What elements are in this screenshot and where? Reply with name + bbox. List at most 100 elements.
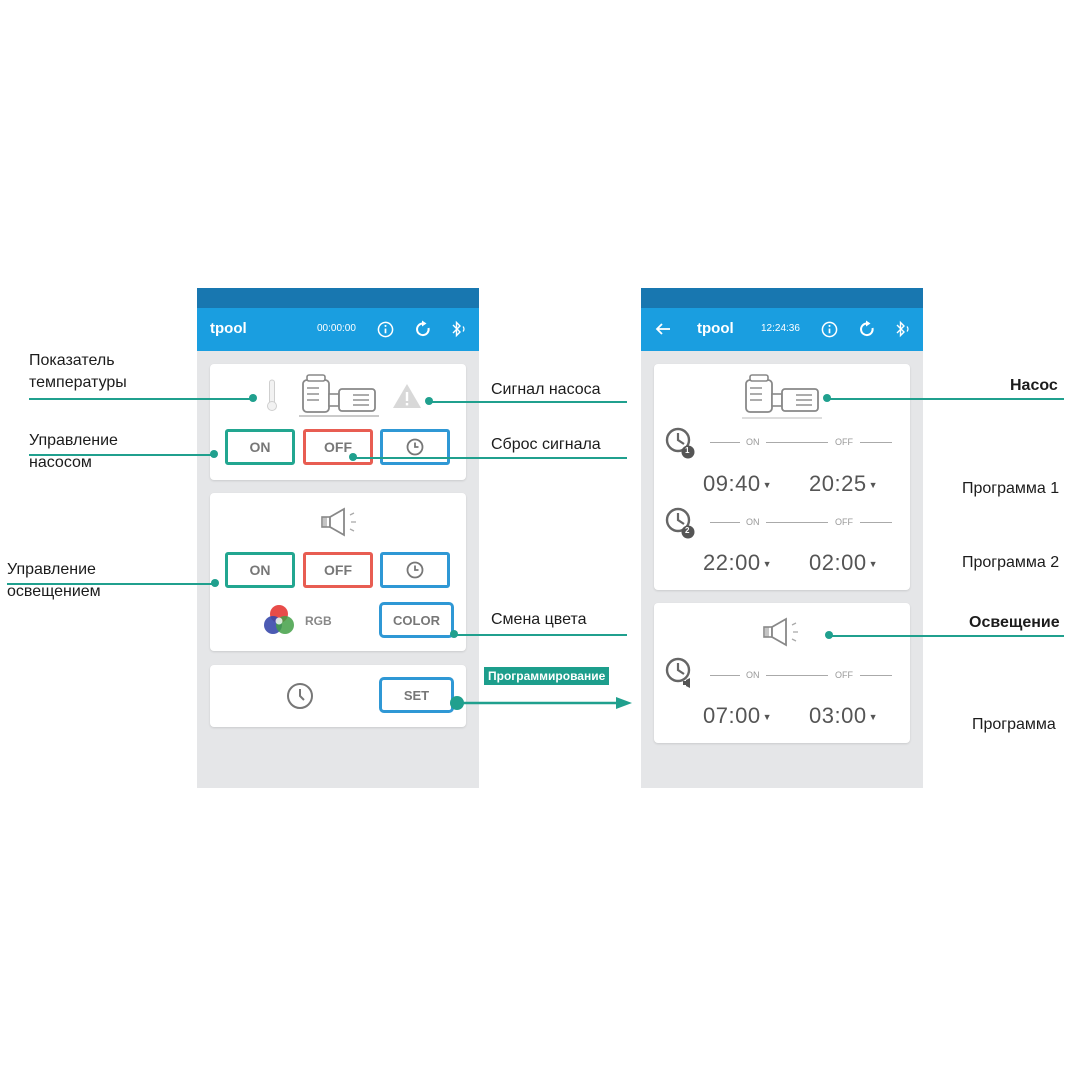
annotation-pump: Насос bbox=[1010, 377, 1058, 394]
light-timer-button[interactable] bbox=[380, 552, 450, 588]
divider bbox=[860, 442, 892, 443]
light-on-label: ON bbox=[746, 670, 760, 680]
set-button[interactable]: SET bbox=[379, 677, 454, 713]
leader-dot bbox=[211, 579, 219, 587]
divider bbox=[766, 522, 828, 523]
light-program-card: ON OFF 07:00▼ 03:00▼ bbox=[654, 603, 910, 743]
annotation-pump-control: Управление насосом bbox=[29, 432, 118, 471]
program-1-off-time[interactable]: 20:25▼ bbox=[809, 471, 878, 496]
status-bar bbox=[197, 288, 479, 308]
pump-program-card: 1 ON OFF 09:40▼ 20:25▼ 2 ON OFF 22:00▼ 0… bbox=[654, 364, 910, 590]
dropdown-caret-icon: ▼ bbox=[868, 480, 878, 491]
divider bbox=[860, 675, 892, 676]
clock-display: 12:24:36 bbox=[761, 323, 800, 334]
dropdown-caret-icon: ▼ bbox=[868, 559, 878, 570]
pump-card: ON OFF bbox=[210, 364, 466, 480]
main-screen: tpool 00:00:00 bbox=[197, 288, 479, 788]
leader-line bbox=[455, 634, 627, 636]
back-arrow-icon[interactable] bbox=[653, 319, 673, 339]
divider bbox=[710, 522, 740, 523]
app-bar: tpool 12:24:36 bbox=[641, 308, 923, 351]
divider bbox=[766, 442, 828, 443]
app-title: tpool bbox=[697, 320, 734, 337]
clock-icon bbox=[406, 438, 424, 456]
leader-line bbox=[29, 454, 214, 456]
leader-line bbox=[829, 635, 1064, 637]
program-1-off-label: OFF bbox=[835, 437, 853, 447]
leader-dot bbox=[425, 397, 433, 405]
light-off-label: OFF bbox=[835, 670, 853, 680]
light-on-button[interactable]: ON bbox=[225, 552, 295, 588]
app-title: tpool bbox=[210, 320, 247, 337]
program-2-on-time[interactable]: 22:00▼ bbox=[703, 550, 772, 575]
program-1-number: 1 bbox=[685, 446, 690, 455]
leader-line bbox=[354, 457, 627, 459]
program-2-on-label: ON bbox=[746, 517, 760, 527]
leader-dot bbox=[349, 453, 357, 461]
divider bbox=[710, 442, 740, 443]
clock-icon bbox=[285, 681, 315, 716]
dropdown-caret-icon: ▼ bbox=[868, 712, 878, 723]
light-off-button[interactable]: OFF bbox=[303, 552, 373, 588]
annotation-pump-signal: Сигнал насоса bbox=[491, 381, 601, 398]
dropdown-caret-icon: ▼ bbox=[762, 559, 772, 570]
light-icon bbox=[756, 615, 806, 654]
program-card: SET bbox=[210, 665, 466, 727]
rgb-label: RGB bbox=[305, 614, 332, 628]
divider bbox=[710, 675, 740, 676]
refresh-icon[interactable] bbox=[857, 319, 877, 339]
bluetooth-icon[interactable] bbox=[449, 319, 469, 339]
leader-dot bbox=[249, 394, 257, 402]
divider bbox=[766, 675, 828, 676]
annotation-temp-indicator: Показатель температуры bbox=[29, 352, 127, 391]
pump-timer-button[interactable] bbox=[380, 429, 450, 465]
pump-icon bbox=[299, 372, 379, 425]
program-2-off-time[interactable]: 02:00▼ bbox=[809, 550, 878, 575]
thermometer-icon bbox=[266, 378, 278, 417]
annotation-program: Программа bbox=[972, 716, 1056, 733]
annotation-program-2: Программа 2 bbox=[962, 554, 1060, 571]
divider bbox=[860, 522, 892, 523]
light-icon bbox=[314, 505, 364, 544]
program-1-on-label: ON bbox=[746, 437, 760, 447]
info-icon[interactable] bbox=[819, 319, 839, 339]
leader-line bbox=[430, 401, 627, 403]
warning-icon bbox=[391, 382, 423, 415]
pump-off-button[interactable]: OFF bbox=[303, 429, 373, 465]
clock-2-icon bbox=[664, 506, 696, 545]
program-2-number: 2 bbox=[685, 526, 690, 535]
leader-dot bbox=[825, 631, 833, 639]
light-clock-icon bbox=[664, 656, 698, 695]
pump-on-button[interactable]: ON bbox=[225, 429, 295, 465]
annotation-color-change: Смена цвета bbox=[491, 611, 587, 628]
app-bar: tpool 00:00:00 bbox=[197, 308, 479, 351]
annotation-program-1: Программа 1 bbox=[962, 480, 1060, 497]
refresh-icon[interactable] bbox=[413, 319, 433, 339]
program-2-off-label: OFF bbox=[835, 517, 853, 527]
light-card: ON OFF RGB COLOR bbox=[210, 493, 466, 651]
dropdown-caret-icon: ▼ bbox=[762, 712, 772, 723]
light-off-time[interactable]: 03:00▼ bbox=[809, 703, 878, 728]
pump-icon bbox=[702, 372, 862, 425]
programming-arrow bbox=[450, 696, 632, 710]
leader-line bbox=[29, 398, 254, 400]
annotation-lighting: Освещение bbox=[969, 614, 1060, 631]
rgb-icon bbox=[260, 601, 298, 644]
light-on-time[interactable]: 07:00▼ bbox=[703, 703, 772, 728]
bluetooth-icon[interactable] bbox=[893, 319, 913, 339]
program-1-on-time[interactable]: 09:40▼ bbox=[703, 471, 772, 496]
annotation-signal-reset: Сброс сигнала bbox=[491, 436, 601, 453]
annotation-programming-badge: Программирование bbox=[484, 667, 610, 685]
clock-icon bbox=[406, 561, 424, 579]
leader-dot bbox=[823, 394, 831, 402]
leader-line bbox=[7, 583, 215, 585]
annotation-light-control: Управление освещением bbox=[7, 561, 101, 600]
leader-dot bbox=[210, 450, 218, 458]
program-screen: tpool 12:24:36 bbox=[641, 288, 923, 788]
status-bar bbox=[641, 288, 923, 308]
dropdown-caret-icon: ▼ bbox=[762, 480, 772, 491]
leader-line bbox=[827, 398, 1064, 400]
color-button[interactable]: COLOR bbox=[379, 602, 454, 638]
info-icon[interactable] bbox=[375, 319, 395, 339]
clock-1-icon bbox=[664, 426, 696, 465]
